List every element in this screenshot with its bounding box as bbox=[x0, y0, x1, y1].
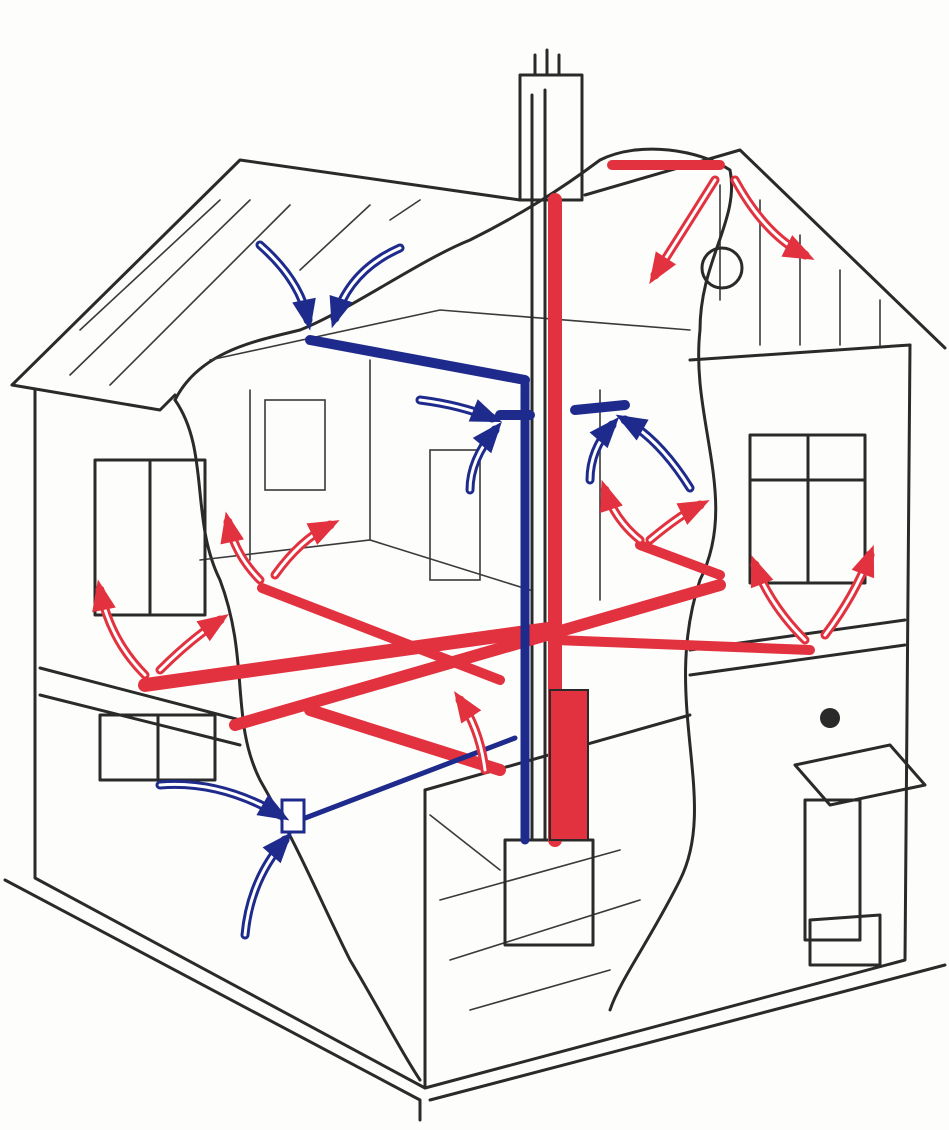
ducts bbox=[138, 160, 815, 847]
supply-arrow-8 bbox=[750, 554, 810, 645]
exhaust-flue bbox=[530, 88, 547, 842]
exhaust-attic-duct bbox=[305, 335, 530, 385]
supply-arrow-9 bbox=[820, 544, 875, 640]
roof-right-gable bbox=[583, 148, 947, 350]
smoke-arrows-icon bbox=[533, 48, 561, 77]
arrow-head-icon bbox=[851, 544, 875, 579]
arrow-head-icon bbox=[472, 421, 502, 454]
exhaust-arrow-6 bbox=[155, 779, 290, 821]
exhaust-arrow-0 bbox=[255, 240, 316, 331]
exhaust-arrow-2 bbox=[415, 395, 502, 423]
airflow-arrows bbox=[92, 175, 875, 940]
supply-arrow-4 bbox=[92, 579, 150, 680]
arrow-head-icon bbox=[589, 416, 620, 449]
supply-duct-lower bbox=[304, 704, 506, 776]
house-outline bbox=[3, 48, 947, 1122]
arrow-head-icon bbox=[615, 414, 649, 441]
arrow-head-icon bbox=[600, 479, 623, 514]
entrance-door bbox=[793, 743, 927, 967]
arrow-head-icon bbox=[256, 794, 290, 821]
cutaway-edge-right bbox=[173, 147, 733, 1012]
arrow-head-icon bbox=[676, 500, 710, 525]
supply-plenum bbox=[549, 689, 589, 841]
right-eave bbox=[688, 343, 912, 362]
supply-arrow-1 bbox=[730, 175, 815, 260]
supply-duct-main bbox=[229, 579, 726, 731]
round-vent bbox=[700, 246, 744, 290]
exhaust-room-duct-right bbox=[570, 400, 630, 415]
exhaust-arrow-3 bbox=[465, 421, 502, 495]
interior-lines bbox=[199, 309, 691, 1011]
exhaust-arrow-7 bbox=[240, 831, 293, 940]
arrow-head-icon bbox=[262, 831, 293, 864]
arrow-head-icon bbox=[196, 614, 229, 642]
floor-band bbox=[38, 618, 907, 747]
supply-duct-left bbox=[138, 621, 562, 692]
arrow-head-icon bbox=[220, 511, 244, 545]
supply-arrow-0 bbox=[649, 175, 720, 285]
wall-lamp bbox=[820, 708, 840, 728]
roof-left-edge bbox=[10, 158, 522, 387]
supply-arrow-10 bbox=[454, 691, 490, 775]
arrow-head-icon bbox=[92, 579, 116, 613]
arrow-head-icon bbox=[329, 295, 353, 329]
arrow-head-icon bbox=[292, 297, 316, 331]
supply-arrow-6 bbox=[600, 479, 645, 545]
supply-duct-right bbox=[550, 635, 815, 655]
interior-door bbox=[429, 449, 481, 581]
arrow-head-icon bbox=[750, 554, 774, 589]
supply-arrow-5 bbox=[155, 614, 229, 675]
exhaust-arrow-5 bbox=[585, 416, 620, 485]
arrow-head-icon bbox=[781, 235, 815, 260]
cutaway-edge-left bbox=[173, 398, 422, 1082]
window-left-upper bbox=[93, 458, 207, 617]
ground-line bbox=[3, 878, 947, 1122]
exhaust-arrow-4 bbox=[615, 414, 695, 493]
roof-eave bbox=[10, 383, 177, 412]
arrow-head-icon bbox=[306, 520, 340, 545]
supply-duct-right-upper bbox=[635, 540, 725, 580]
interior-window bbox=[264, 399, 326, 491]
supply-arrow-7 bbox=[645, 500, 710, 545]
supply-arrow-3 bbox=[270, 520, 340, 580]
supply-duct-room bbox=[257, 583, 505, 685]
exhaust-arrow-1 bbox=[329, 243, 405, 329]
window-right bbox=[748, 433, 867, 585]
arrow-head-icon bbox=[649, 251, 677, 285]
arrow-head-icon bbox=[468, 399, 502, 423]
window-left-lower bbox=[98, 713, 217, 782]
supply-arrow-2 bbox=[220, 511, 265, 585]
roof-hatching bbox=[69, 199, 421, 386]
arrow-head-icon bbox=[454, 691, 482, 724]
